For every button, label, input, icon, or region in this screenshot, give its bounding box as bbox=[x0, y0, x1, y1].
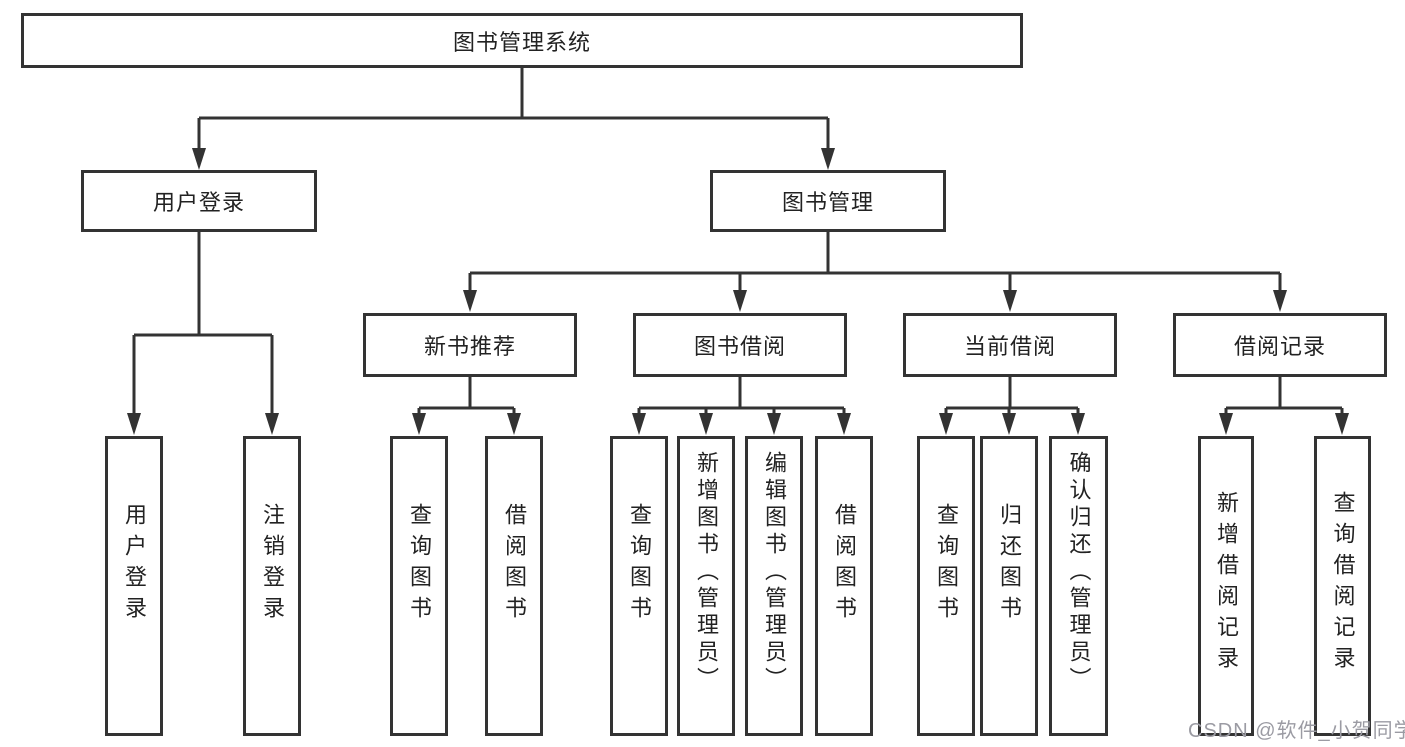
arrowhead-icon bbox=[767, 413, 781, 435]
node-book-management: 图书管理 bbox=[710, 170, 946, 232]
leaf-label: 用户登录 bbox=[122, 503, 147, 627]
node-label: 图书管理 bbox=[781, 190, 874, 215]
connector-bookborrow-to-leaves bbox=[637, 377, 846, 416]
arrowhead-icon bbox=[1071, 413, 1085, 435]
connector-root-to-level2 bbox=[197, 68, 830, 150]
leaf-label: 注销登录 bbox=[260, 503, 285, 627]
leaf-label: 查询图书 bbox=[407, 503, 432, 627]
connector-currentborrow-to-leaves bbox=[944, 377, 1080, 416]
arrowhead-icon bbox=[1273, 290, 1287, 312]
arrowhead-icon bbox=[939, 413, 953, 435]
leaf-label: 归还图书 bbox=[997, 503, 1022, 627]
arrowhead-icon bbox=[192, 148, 206, 170]
connector-strokes bbox=[132, 68, 1344, 416]
arrowhead-icon bbox=[265, 413, 279, 435]
node-label: 用户登录 bbox=[152, 190, 245, 215]
node-book-borrow: 图书借阅 bbox=[633, 313, 847, 377]
leaf-confirm-return-admin: 确认归还（管理员） bbox=[1049, 436, 1108, 736]
arrowhead-icon bbox=[821, 148, 835, 170]
arrowhead-icon bbox=[1003, 290, 1017, 312]
leaf-label: 查询借阅记录 bbox=[1330, 491, 1356, 677]
leaf-query-books-borrow: 查询图书 bbox=[610, 436, 668, 736]
connector-userlogin-to-leaves bbox=[132, 232, 274, 415]
node-library-management-system: 图书管理系统 bbox=[21, 13, 1023, 68]
arrowhead-icon bbox=[632, 413, 646, 435]
leaf-label: 确认归还（管理员） bbox=[1066, 451, 1092, 694]
node-label: 图书借阅 bbox=[693, 334, 786, 359]
arrowhead-icon bbox=[127, 413, 141, 435]
connector-bookmgmt-to-level3 bbox=[468, 232, 1282, 292]
leaf-borrow-books-newbook: 借阅图书 bbox=[485, 436, 543, 736]
leaf-label: 查询图书 bbox=[934, 503, 959, 627]
leaf-label: 新增图书（管理员） bbox=[694, 451, 719, 694]
node-label: 图书管理系统 bbox=[452, 29, 591, 55]
arrowhead-icon bbox=[1002, 413, 1016, 435]
arrowhead-icon bbox=[837, 413, 851, 435]
leaf-add-book-admin: 新增图书（管理员） bbox=[677, 436, 735, 736]
arrowhead-icon bbox=[1219, 413, 1233, 435]
node-label: 借阅记录 bbox=[1233, 334, 1326, 359]
leaf-label: 编辑图书（管理员） bbox=[762, 451, 787, 694]
node-borrow-records: 借阅记录 bbox=[1173, 313, 1387, 377]
leaf-user-login: 用户登录 bbox=[105, 436, 163, 736]
arrowhead-icon bbox=[507, 413, 521, 435]
arrowhead-icon bbox=[733, 290, 747, 312]
node-label: 新书推荐 bbox=[423, 334, 516, 359]
leaf-query-books-current: 查询图书 bbox=[917, 436, 975, 736]
arrowhead-icon bbox=[699, 413, 713, 435]
arrowhead-icon bbox=[463, 290, 477, 312]
leaf-label: 查询图书 bbox=[627, 503, 652, 627]
leaf-add-borrow-record: 新增借阅记录 bbox=[1198, 436, 1254, 736]
watermark: CSDN @软件_小贺同学 bbox=[1188, 720, 1405, 742]
leaf-label: 借阅图书 bbox=[502, 503, 527, 627]
connector-borrowrecord-to-leaves bbox=[1224, 377, 1344, 416]
leaf-return-book: 归还图书 bbox=[980, 436, 1038, 736]
leaf-edit-book-admin: 编辑图书（管理员） bbox=[745, 436, 803, 736]
connector-newbook-to-leaves bbox=[417, 377, 516, 416]
arrowheads bbox=[127, 148, 1349, 435]
node-label: 当前借阅 bbox=[963, 334, 1056, 359]
leaf-query-books-newbook: 查询图书 bbox=[390, 436, 448, 736]
arrowhead-icon bbox=[412, 413, 426, 435]
leaf-logout: 注销登录 bbox=[243, 436, 301, 736]
arrowhead-icon bbox=[1335, 413, 1349, 435]
node-current-borrow: 当前借阅 bbox=[903, 313, 1117, 377]
node-user-login: 用户登录 bbox=[81, 170, 317, 232]
leaf-label: 新增借阅记录 bbox=[1214, 491, 1239, 677]
leaf-query-borrow-record: 查询借阅记录 bbox=[1314, 436, 1371, 736]
leaf-label: 借阅图书 bbox=[832, 503, 857, 627]
leaf-borrow-books: 借阅图书 bbox=[815, 436, 873, 736]
node-new-book-recommend: 新书推荐 bbox=[363, 313, 577, 377]
